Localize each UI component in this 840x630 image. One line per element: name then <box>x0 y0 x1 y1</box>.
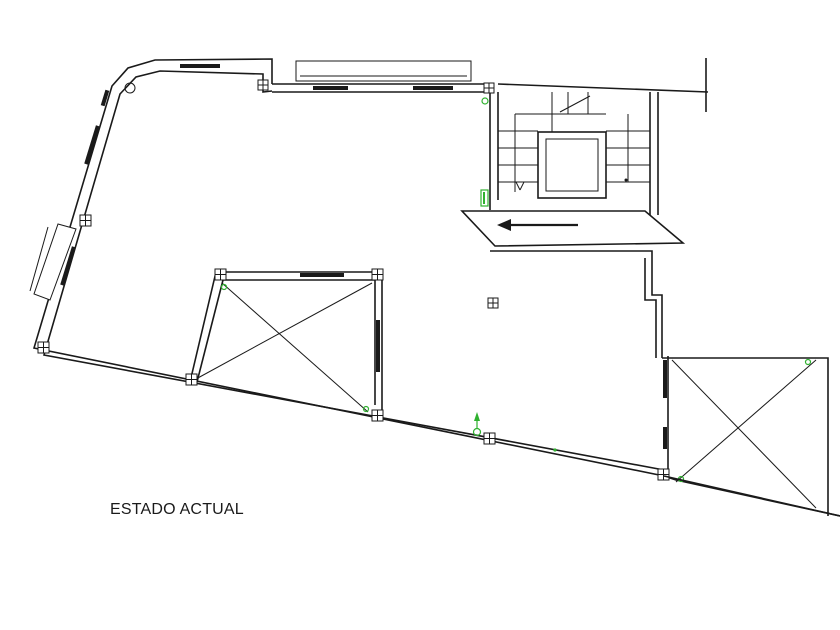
square-cross-icon <box>37 79 670 481</box>
staircase <box>498 92 650 199</box>
bottom-edge <box>663 475 840 517</box>
arrow-left-icon <box>497 219 578 231</box>
fixtures <box>124 82 812 483</box>
void-left <box>189 271 383 418</box>
left-wall-windows <box>29 89 110 301</box>
right-walls <box>460 58 829 516</box>
exterior-walls <box>32 58 840 517</box>
void-right <box>671 359 817 509</box>
drawing-caption: ESTADO ACTUAL <box>110 501 244 518</box>
